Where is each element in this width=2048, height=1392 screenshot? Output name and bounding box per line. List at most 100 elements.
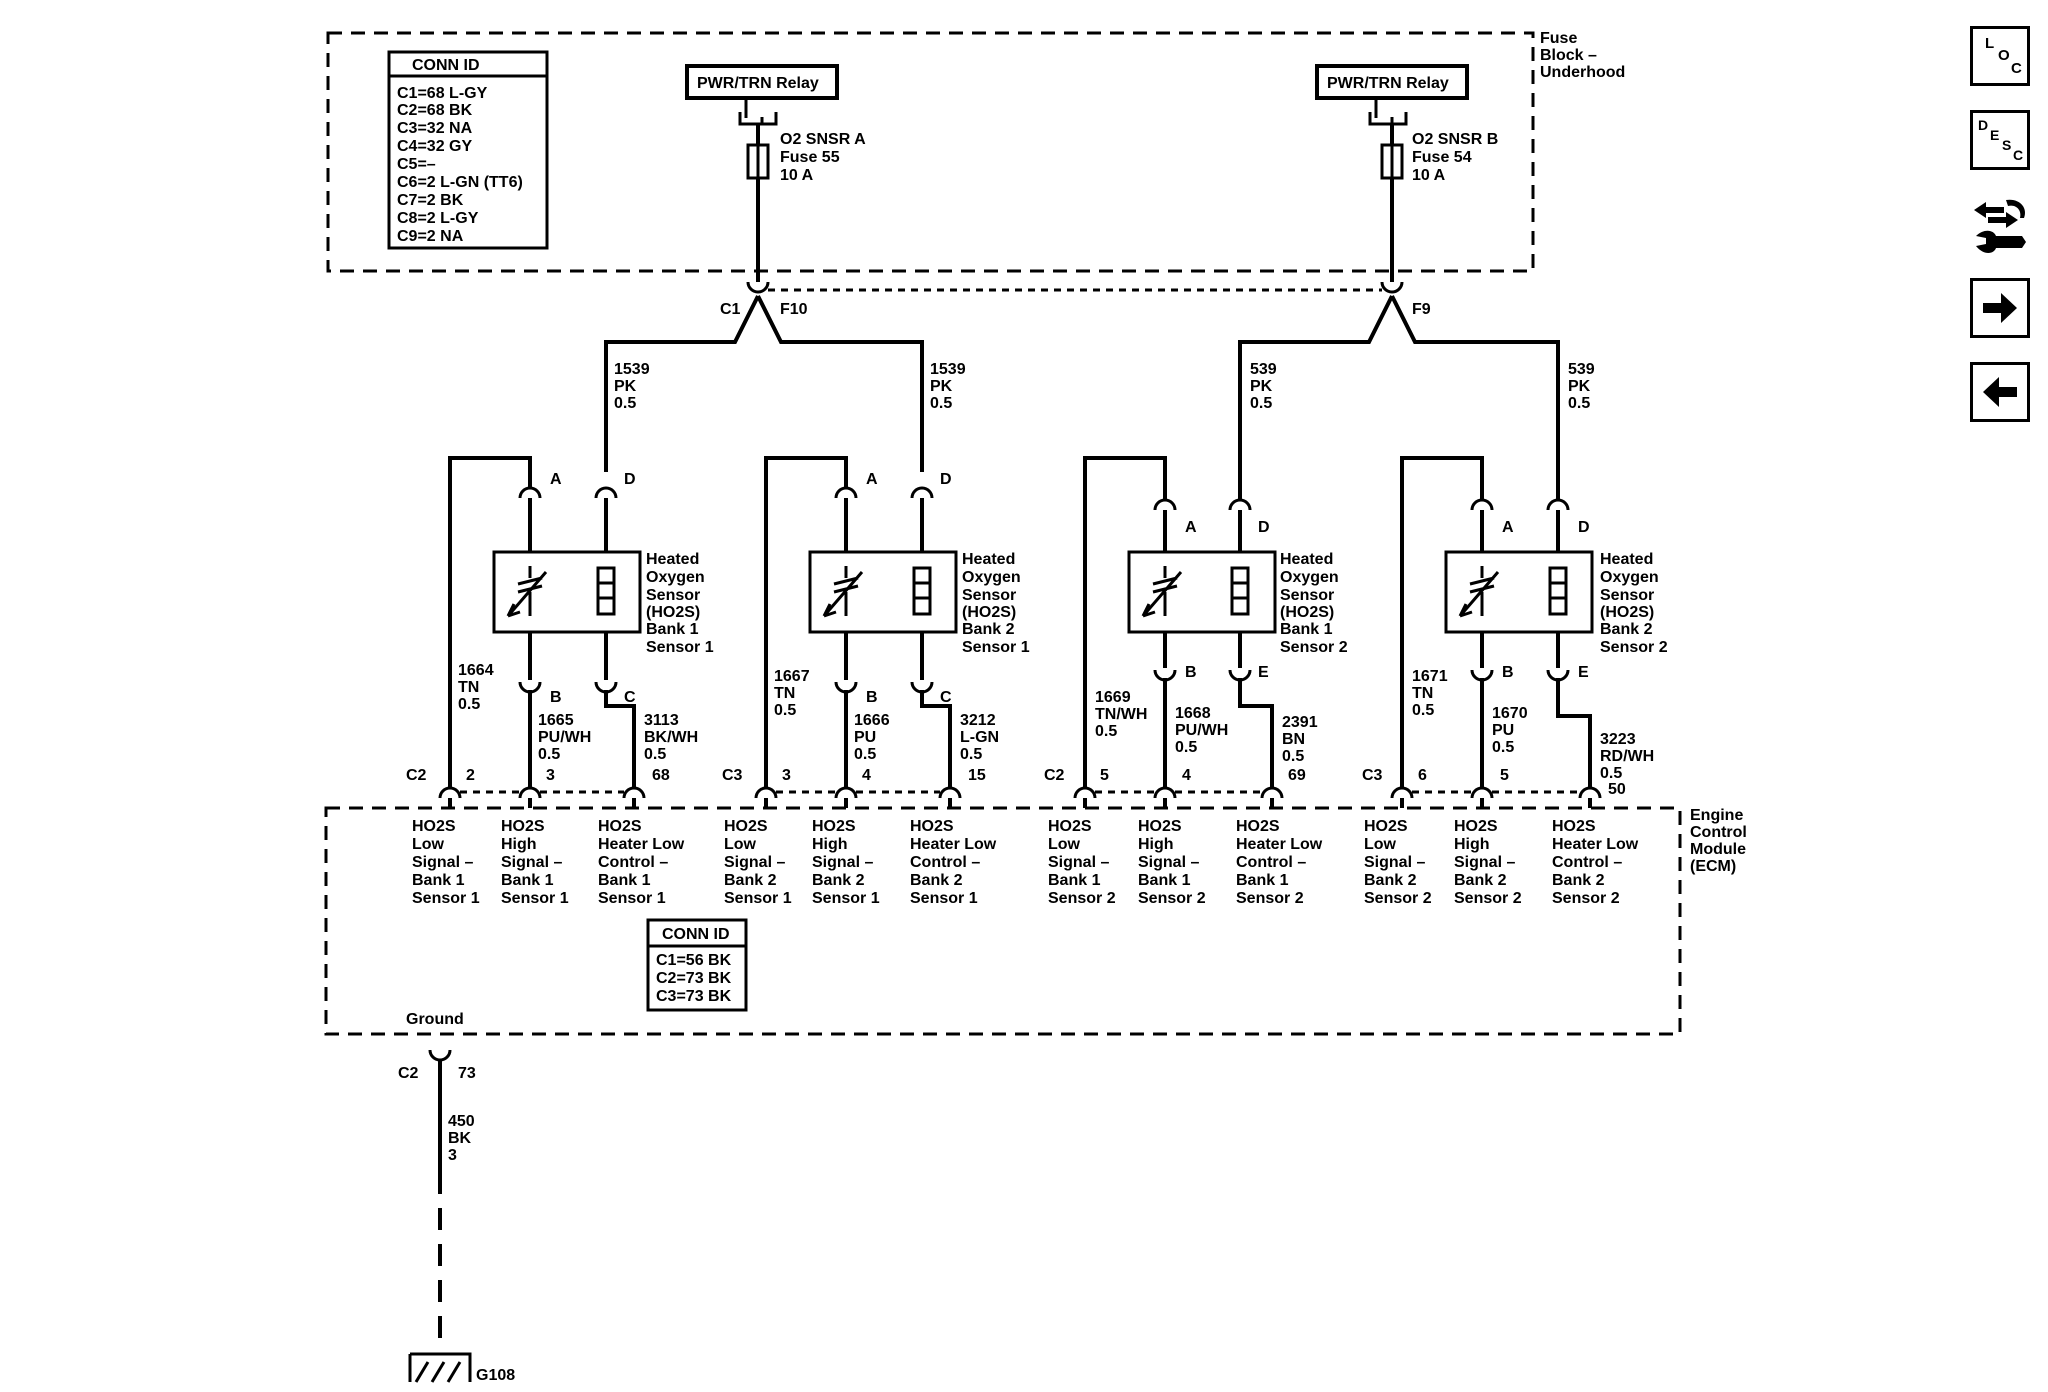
ground-wire-color: BK xyxy=(448,1130,472,1147)
low-wire-gauge: 0.5 xyxy=(774,702,796,719)
ecm-label-4: (ECM) xyxy=(1690,858,1736,875)
feed-label-1: 1539 PK 0.5 xyxy=(614,361,650,412)
ecm-conn-id-row: C1=56 BK xyxy=(656,952,732,969)
pin-label: A xyxy=(866,471,878,488)
signal-low-wire xyxy=(764,456,848,788)
sensor-label: (HO2S) xyxy=(646,604,700,621)
relay-a-inner xyxy=(689,68,835,96)
ecm-circuit-line: Bank 1 xyxy=(1048,872,1101,889)
ecm-circuit-line: Bank 1 xyxy=(501,872,554,889)
ecm-circuit-line: Signal – xyxy=(1138,854,1199,871)
sensor-label: Sensor xyxy=(962,587,1016,604)
sensor-label: Bank 2 xyxy=(1600,621,1653,638)
ecm-connector-label: C2 xyxy=(1044,767,1065,784)
sensor-label: Heated xyxy=(646,551,699,568)
conn-id-row: C4=32 GY xyxy=(397,138,472,155)
ecm-circuit-line: Bank 1 xyxy=(1236,872,1289,889)
ecm-circuit-line: Sensor 2 xyxy=(1048,890,1116,907)
ecm-circuit-line: Bank 1 xyxy=(598,872,651,889)
fuse-block-label-2: Block – xyxy=(1540,47,1597,64)
pin-label: D xyxy=(624,471,636,488)
low-wire-color: TN xyxy=(1412,685,1433,702)
ecm-circuit-line: High xyxy=(1138,836,1174,853)
fuse-block-outline xyxy=(326,31,1535,273)
ecm-circuit-line: Signal – xyxy=(724,854,785,871)
heater-wire-circuit: 3113 xyxy=(644,712,679,729)
ecm-outline xyxy=(324,806,1682,1036)
high-wire-circuit: 1668 xyxy=(1175,705,1211,722)
ecm-circuit-line: Low xyxy=(1364,836,1397,853)
heater-element-segments xyxy=(598,581,614,600)
ecm-circuit-line: High xyxy=(812,836,848,853)
heater-wire-color: RD/WH xyxy=(1600,748,1654,765)
ground-connector xyxy=(428,1049,452,1062)
pin-label: D xyxy=(940,471,952,488)
ecm-pin-number: 6 xyxy=(1418,767,1427,784)
sensor-label: (HO2S) xyxy=(1600,604,1654,621)
fuse-b-name: O2 SNSR B xyxy=(1412,131,1498,148)
tools-button[interactable] xyxy=(1970,194,2030,254)
pin-label: D xyxy=(1578,519,1590,536)
sensor-label: Sensor xyxy=(1280,587,1334,604)
desc-button[interactable]: D E S C xyxy=(1970,110,2030,170)
feed-gauge: 0.5 xyxy=(614,395,636,412)
next-page-button[interactable] xyxy=(1970,278,2030,338)
sensor-bank2-sensor2: A D B E Heated Oxygen Sensor (HO2S) Bank… xyxy=(1362,456,1668,798)
ecm-circuit-line: Control – xyxy=(910,854,980,871)
ecm-circuit-line: Signal – xyxy=(1364,854,1425,871)
sensor-label: (HO2S) xyxy=(962,604,1016,621)
low-wire-circuit: 1671 xyxy=(1412,668,1448,685)
previous-page-button[interactable] xyxy=(1970,362,2030,422)
ecm-pins-group-3 xyxy=(1073,786,1284,799)
loc-button[interactable]: L O C xyxy=(1970,26,2030,86)
sensor-label: Heated xyxy=(962,551,1015,568)
ecm-pin-connectors xyxy=(438,786,1602,808)
ecm-circuit-line: Signal – xyxy=(1454,854,1515,871)
desc-letter: D xyxy=(1978,117,1989,133)
high-wire-color: PU xyxy=(854,729,876,746)
feed-label-4: 539 PK 0.5 xyxy=(1568,361,1595,412)
ecm-circuit-line: Signal – xyxy=(412,854,473,871)
ecm-pin-number: 3 xyxy=(546,767,555,784)
feed-label-2: 1539 PK 0.5 xyxy=(930,361,966,412)
desc-letter: E xyxy=(1990,127,2000,143)
ecm-circuit-line: Bank 2 xyxy=(1552,872,1605,889)
ground-point-label: G108 xyxy=(476,1367,515,1384)
feed-wire-1 xyxy=(604,295,760,472)
sensor-element-symbol xyxy=(1141,566,1183,618)
heater-wire-gauge: 0.5 xyxy=(960,746,982,763)
ecm-circuit-line: Control – xyxy=(1236,854,1306,871)
heater-low-wire xyxy=(604,690,636,788)
ecm-circuit-line: HO2S xyxy=(910,818,954,835)
ecm-pin-number: 4 xyxy=(862,767,871,784)
conn-id-row: C5=– xyxy=(397,156,436,173)
feed-circuit: 1539 xyxy=(930,361,966,378)
ecm-connector-label: C3 xyxy=(722,767,743,784)
high-wire-gauge: 0.5 xyxy=(1175,739,1197,756)
connector-pin-d xyxy=(1546,498,1570,511)
heater-wire-circuit: 2391 xyxy=(1282,714,1318,731)
sensor-label: Bank 2 xyxy=(962,621,1015,638)
ecm-circuit-line: Sensor 1 xyxy=(598,890,666,907)
ground-circuit: C2 73 450 BK 3 G108 xyxy=(398,1049,515,1384)
ecm-pin-number: 15 xyxy=(968,767,986,784)
fuse-block-label-1: Fuse xyxy=(1540,30,1577,47)
ecm-pins-group-2 xyxy=(754,786,962,799)
ecm-circuit-line: Heater Low xyxy=(1552,836,1639,853)
ecm-connector-label: C2 xyxy=(406,767,427,784)
ecm-circuit-line: Control – xyxy=(1552,854,1622,871)
heater-wire-gauge: 0.5 xyxy=(644,746,666,763)
ecm-circuit-line: HO2S xyxy=(1048,818,1092,835)
sensor-label: Bank 1 xyxy=(1280,621,1333,638)
sensor-label: Sensor xyxy=(1600,587,1654,604)
pin-label: E xyxy=(1578,664,1589,681)
heater-element-segments xyxy=(1232,581,1248,600)
ground-conn-label: C2 xyxy=(398,1065,419,1082)
ecm-circuit-line: HO2S xyxy=(1454,818,1498,835)
pin-label: B xyxy=(1185,664,1197,681)
ecm-circuit-line: HO2S xyxy=(1552,818,1596,835)
